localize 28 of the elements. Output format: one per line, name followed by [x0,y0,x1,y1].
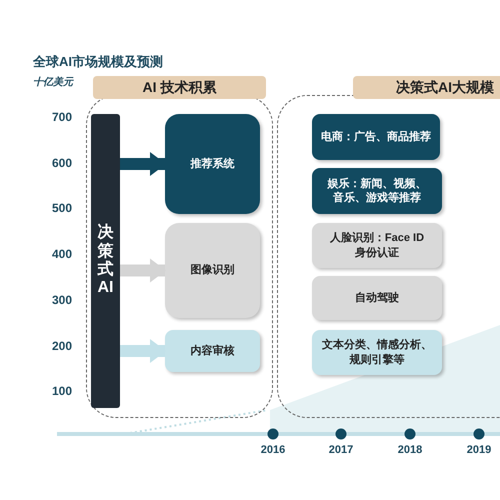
axis-tick-label: 600 [50,156,72,170]
chart-title: 全球AI市场规模及预测 [33,53,163,71]
axis-tick-label: 400 [50,247,72,262]
category-box: 娱乐：新闻、视频、音乐、游戏等推荐 [312,168,442,214]
year-label: 2017 [328,444,354,456]
bar-label: 决策式AI [96,224,114,298]
axis-tick-label: 200 [50,338,72,352]
section-header: 决策式AI大规模 [353,76,500,99]
category-box: 人脸识别：Face ID 身份认证 [312,223,442,268]
year-label: 2016 [260,444,286,456]
category-box: 文本分类、情感分析、规则引擎等 [312,330,442,375]
category-box: 自动驾驶 [312,276,442,320]
axis-tick-label: 700 [50,110,72,124]
year-label: 2018 [396,444,424,456]
arrow [120,258,166,282]
category-box: 电商：广告、商品推荐 [312,114,440,160]
vertical-bar [91,114,120,408]
axis-tick-label: 500 [50,201,72,216]
unit-label: 十亿美元 [33,75,73,89]
axis-tick-label: 100 [50,384,72,398]
category-box: 内容审核 [165,330,260,372]
category-box: 图像识别 [165,223,260,318]
section-header: AI 技术积累 [93,76,266,99]
category-box: 推荐系统 [165,114,260,214]
year-label: 2019 [466,444,492,456]
axis-tick-label: 300 [50,292,72,307]
arrow [120,152,166,176]
arrow [120,339,166,363]
